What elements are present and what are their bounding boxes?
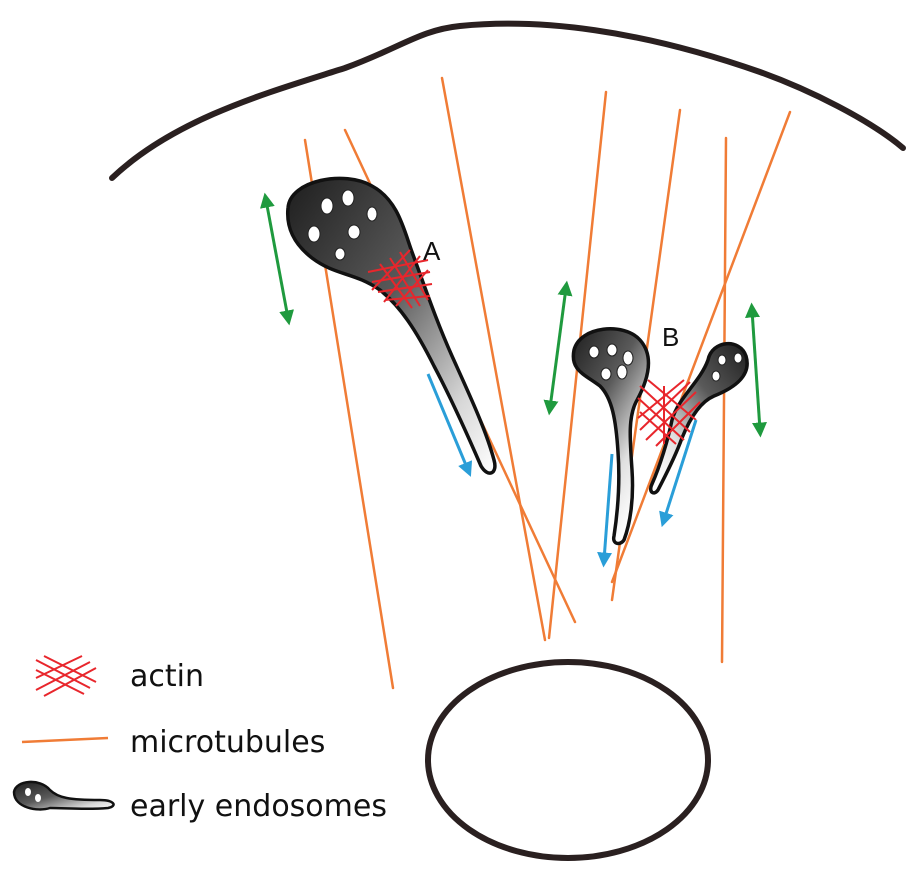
legend-actin-label: actin [130,659,204,694]
endosome-b-right-vesicle-2 [734,353,742,363]
endosome-b-left-body [573,329,648,544]
endosome-b-right-vesicle-3 [712,371,720,381]
endosome-a-body [288,178,495,473]
legend: actin microtubules early endosomes [14,656,387,824]
nucleus [428,662,708,858]
endosome-a [288,178,495,473]
endosome-b-left-vesicle-5 [617,365,627,379]
blue-arrow-b-left [604,454,612,560]
endosome-b-right-vesicle-1 [718,355,726,365]
endosome-b-left [573,329,648,544]
label-a: A [423,236,441,266]
microtubule-3 [442,78,545,640]
legend-actin-icon [36,656,96,696]
green-arrow-b-left [550,288,566,408]
endosome-a-vesicle-2 [342,190,354,206]
endosome-b-right [651,344,747,493]
endosome-a-vesicle-1 [321,198,333,214]
endosome-b-right-body [651,344,747,493]
endosome-b-left-vesicle-1 [589,346,599,358]
label-b: B [662,322,679,352]
endosome-a-vesicle-6 [335,248,345,260]
endosome-b-left-vesicle-2 [607,344,617,356]
legend-microtubules-label: microtubules [130,725,325,760]
legend-microtubule-icon [22,738,108,742]
legend-endosome-icon [14,782,114,810]
endosome-b-left-vesicle-4 [601,368,611,380]
green-arrow-b-right [752,310,760,430]
endosome-a-vesicle-5 [348,225,360,239]
legend-early-endosomes-label: early endosomes [130,789,387,824]
endosome-a-vesicle-4 [308,226,320,242]
cell-membrane [112,24,903,178]
microtubule-7 [722,138,726,662]
endosome-b-left-vesicle-3 [623,351,633,365]
endosome-a-vesicle-3 [367,207,377,221]
green-arrow-a [266,200,288,318]
